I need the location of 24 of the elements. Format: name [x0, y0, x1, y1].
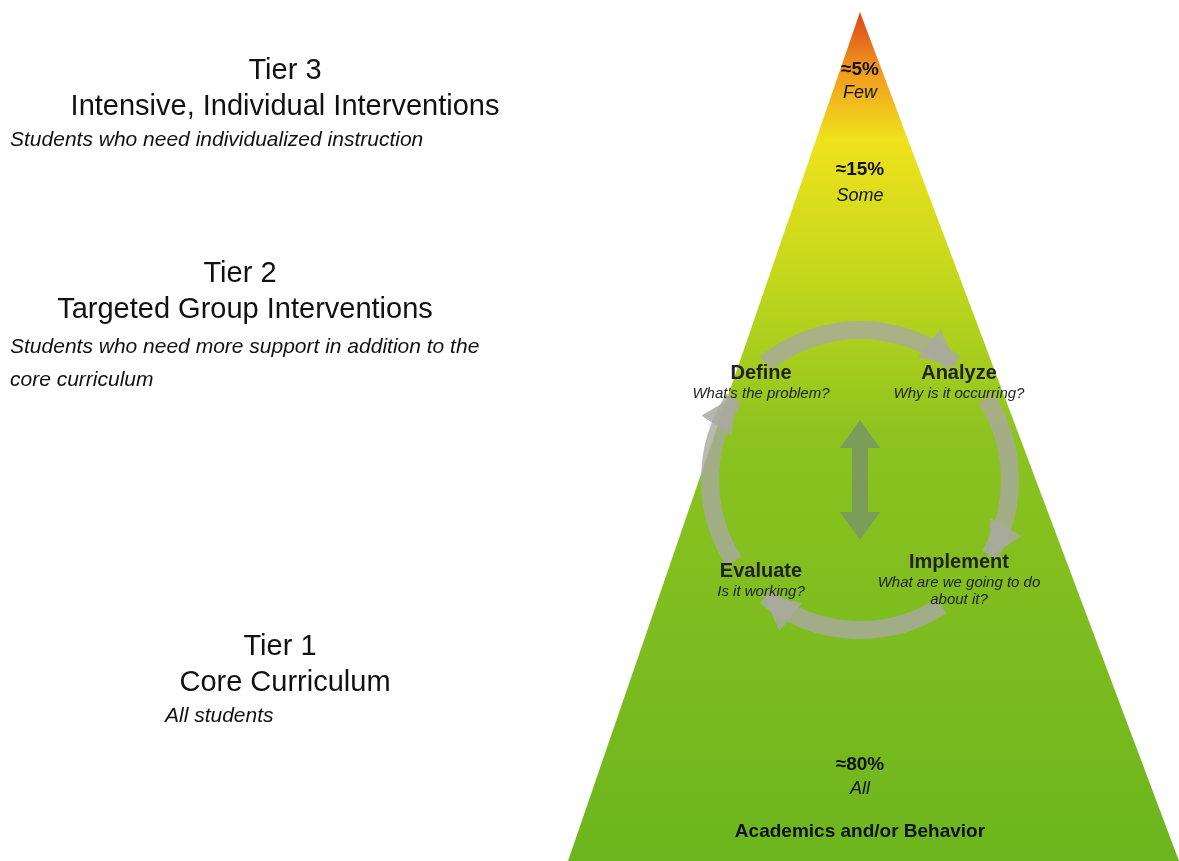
tier-title: Intensive, Individual Interventions: [69, 88, 501, 123]
cycle-arrow: [760, 589, 947, 639]
tier-heading: Tier 3: [247, 52, 323, 87]
group-size-label: All: [848, 778, 872, 799]
percentage-label: ≈5%: [840, 58, 880, 80]
tier-heading: Tier 1: [242, 628, 318, 663]
step-title: Evaluate: [718, 559, 804, 582]
step-title: Analyze: [920, 361, 998, 384]
percentage-label: ≈80%: [834, 753, 886, 775]
tier-title: Targeted Group Interventions: [56, 291, 434, 326]
cycle-arrow: [760, 321, 960, 371]
group-size-label: Few: [842, 82, 879, 103]
step-question: Is it working?: [716, 582, 806, 599]
tier-description: Students who need individualized instruction: [10, 126, 425, 152]
step-title: Implement: [907, 550, 1010, 574]
tier-title: Core Curriculum: [178, 664, 392, 699]
tier-heading: Tier 2: [202, 255, 278, 290]
percentage-label: ≈15%: [834, 158, 886, 180]
base-label: Academics and/or Behavior: [733, 820, 987, 842]
cycle-arrow: [977, 393, 1021, 560]
step-question: What are we going to do about it?: [876, 573, 1042, 608]
tier-description: Students who need more support in addition to the core curriculum: [10, 333, 480, 392]
group-size-label: Some: [835, 185, 885, 206]
tier-description: All students: [165, 702, 275, 728]
